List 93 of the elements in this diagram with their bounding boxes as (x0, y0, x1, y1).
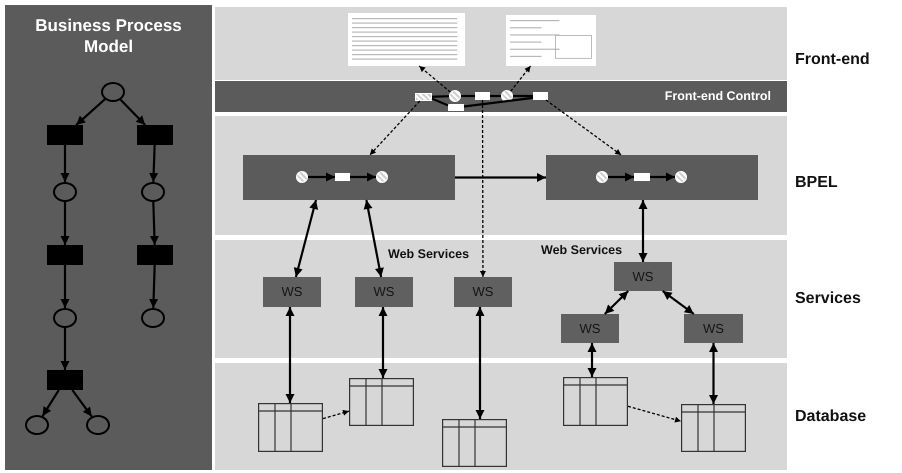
dashed-arrow (480, 100, 486, 277)
arrow (150, 202, 159, 246)
process-panel (243, 155, 455, 200)
dashed-arrow (369, 100, 420, 156)
task-icon (335, 173, 350, 181)
place-circle (25, 415, 49, 435)
arrow (149, 144, 158, 182)
database-table-icon (442, 419, 507, 467)
arrow (308, 172, 335, 182)
arrow (75, 98, 106, 126)
service-name: WS (702, 320, 725, 336)
service-name: WS (372, 284, 396, 300)
transition-bar (47, 370, 83, 390)
place-circle (53, 308, 77, 328)
transition-bar (47, 245, 83, 265)
transition-bar (137, 125, 173, 145)
arrow (120, 98, 146, 126)
place-token-icon (376, 171, 388, 183)
arrow (378, 307, 388, 378)
place-token-icon (596, 171, 608, 183)
arrow (294, 200, 318, 278)
database-table-icon (349, 378, 414, 426)
service-box (684, 314, 743, 343)
place-circle (101, 82, 125, 102)
place-circle (141, 182, 165, 202)
arrow (455, 173, 546, 182)
arrow (662, 290, 694, 315)
arrow (638, 200, 648, 262)
connector-line (432, 95, 450, 98)
arrow (60, 145, 70, 182)
arrow (60, 265, 70, 308)
place-circle (86, 415, 110, 435)
service-name: WS (632, 268, 654, 284)
connector-line (464, 96, 534, 108)
dashed-arrow (322, 410, 350, 420)
transition-bar (47, 125, 83, 145)
arrow (650, 172, 675, 182)
dashed-arrow (628, 406, 682, 422)
task-icon (533, 92, 548, 100)
panel-title: Business Process Model (34, 15, 183, 57)
task-icon (475, 92, 490, 100)
place-token-icon (449, 90, 461, 102)
service-box (614, 262, 672, 291)
task-icon (448, 104, 464, 111)
control-bar (215, 81, 787, 112)
dashed-arrow (510, 66, 532, 92)
arrow (42, 389, 60, 417)
arrow (60, 328, 70, 370)
service-name: WS (280, 284, 304, 300)
database-table-icon (563, 377, 628, 426)
band-label: Services (795, 290, 861, 308)
arrow (364, 200, 384, 278)
arrow (604, 290, 629, 315)
dashed-arrow (418, 66, 451, 93)
dashed-arrow (546, 99, 622, 156)
band-label: Database (795, 408, 866, 426)
task-icon (415, 93, 432, 101)
connector-line (461, 94, 475, 98)
database-table-icon (681, 404, 746, 452)
service-box (263, 277, 321, 307)
section-label: Web Services (388, 247, 470, 261)
arrow (350, 172, 376, 182)
arrow (286, 307, 294, 403)
process-model-panel (5, 5, 212, 470)
database-table-icon (258, 403, 323, 452)
arrow (709, 343, 718, 404)
task-icon (634, 173, 650, 181)
service-name: WS (472, 284, 494, 300)
band-label: Front-end (795, 51, 870, 69)
screenshot-placeholder (348, 13, 465, 66)
place-token-icon (675, 171, 687, 183)
arrow (60, 202, 70, 245)
service-box (454, 277, 512, 307)
arrow (476, 307, 484, 419)
transition-bar (137, 245, 173, 265)
process-panel (546, 155, 758, 200)
connector-line (432, 98, 448, 106)
place-circle (53, 182, 77, 202)
screenshot-placeholder (506, 15, 596, 66)
place-circle (141, 308, 165, 328)
arrow (149, 264, 158, 308)
service-box (355, 277, 413, 307)
arrow (588, 343, 596, 377)
arrow (608, 172, 634, 182)
connector-line (490, 94, 501, 98)
band-label: BPEL (795, 174, 838, 192)
section-label: Web Services (541, 243, 622, 257)
service-box (561, 314, 619, 343)
place-token-icon (296, 171, 308, 183)
arrow (71, 389, 93, 418)
bar-label: Front-end Control (664, 89, 771, 103)
connector-line (513, 94, 533, 98)
service-name: WS (578, 320, 602, 336)
